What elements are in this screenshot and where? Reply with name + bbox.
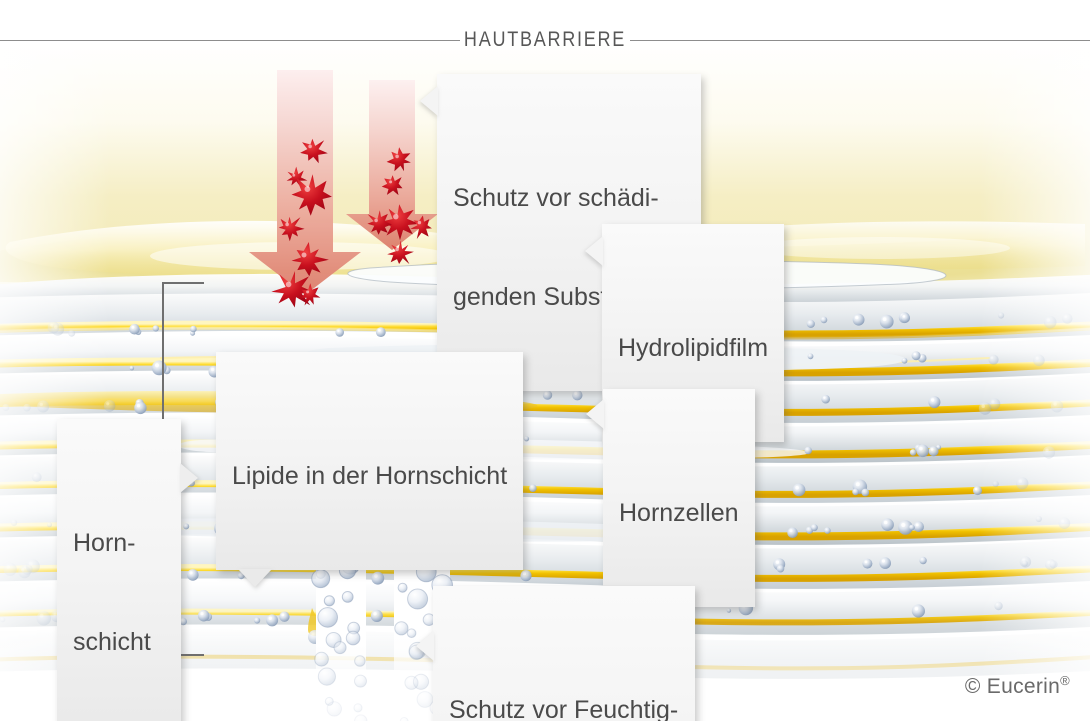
callout-tail-right-icon [180,463,198,493]
brand-name: Eucerin [986,675,1061,698]
page-title: HAUTBARRIERE [463,28,627,51]
callout-line-2: schicht [73,628,151,656]
copyright-symbol: © [964,675,981,698]
header-rule-left [0,40,460,41]
callout-horny-cells: Hornzellen [586,389,755,607]
callout-horny-layer: Horn- schicht [57,419,198,721]
callout-tail-left-icon [585,236,603,266]
callout-line-1: Schutz vor Feuchtig- [449,696,679,721]
moisture-arrow-left [290,462,392,721]
copyright-notice: © Eucerin® [965,673,1070,699]
callout-line-1: Hydrolipidfilm [618,334,769,362]
callout-line-1: Schutz vor schädi- [453,184,659,212]
callout-lipids-in-horny-layer: Lipide in der Hornschicht [216,352,524,587]
callout-line-1: Lipide in der Hornschicht [232,462,508,490]
callout-line-1: Horn- [73,529,136,557]
header-rule-right [630,40,1090,41]
callout-tail-down-icon [238,569,272,587]
callout-tail-left-icon [416,631,434,661]
callout-tail-left-icon [586,399,604,429]
bracket-tick-top [162,282,204,284]
callout-moisture-loss: Schutz vor Feuchtig- keitsverlust [416,586,695,721]
contaminant-arrow-left [249,70,361,295]
bracket-tick-bottom [162,654,204,656]
registered-trademark-icon: ® [1060,673,1070,688]
header: HAUTBARRIERE [0,0,1090,70]
callout-line-1: Hornzellen [619,499,739,527]
damaging-substance-stars [271,138,432,308]
contaminant-arrow-right [346,80,438,250]
callout-tail-left-icon [420,86,438,116]
